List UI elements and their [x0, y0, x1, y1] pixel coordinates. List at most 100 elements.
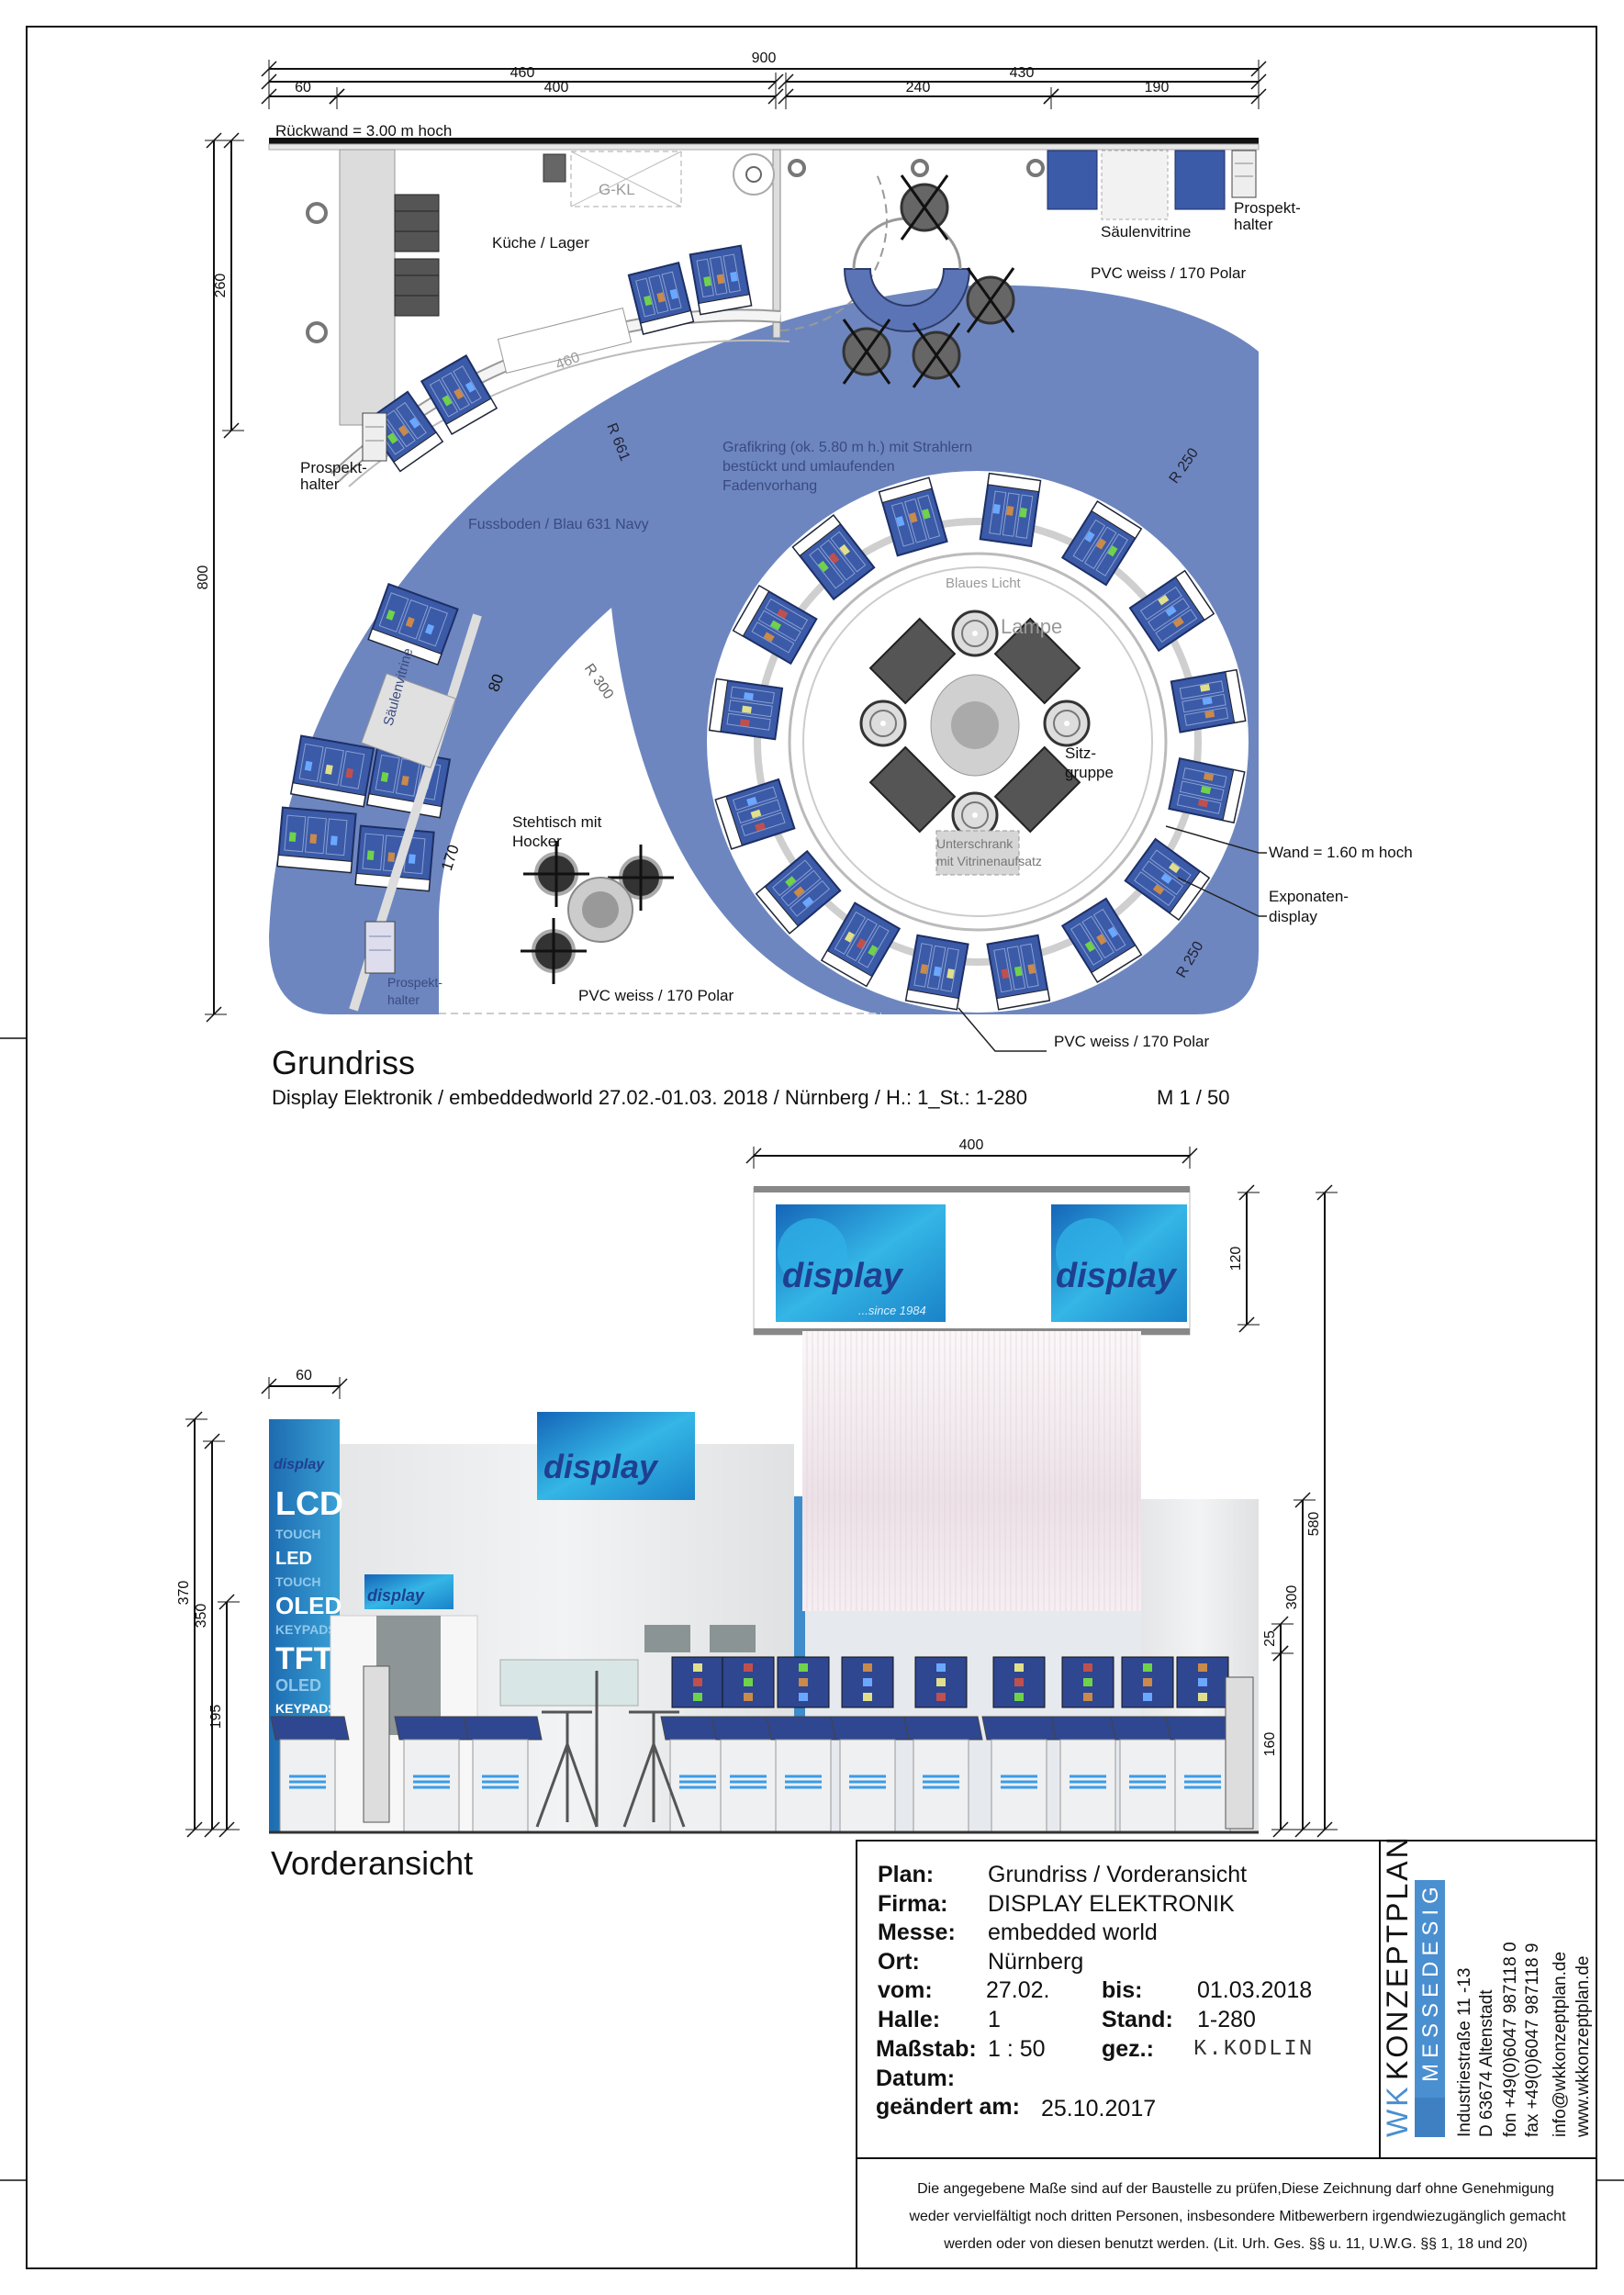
- dimension-line: 430: [778, 65, 1267, 95]
- standing-table-label: Hocker: [512, 833, 562, 850]
- lamp-stool-icon: [951, 610, 999, 657]
- small-logo: [364, 1574, 454, 1609]
- exhibit-display: [276, 806, 357, 874]
- company-city: D 63674 Altenstadt: [1477, 1989, 1496, 2137]
- stool-icon: [900, 174, 949, 241]
- dimension-label: 260: [213, 274, 229, 298]
- company-fax[interactable]: fax +49(0)6047 987118 9: [1523, 1943, 1542, 2137]
- dimension-label: 190: [1145, 80, 1170, 95]
- brochure-holder: [1231, 150, 1257, 198]
- kitchen-side-wall: [339, 149, 396, 426]
- dimension-line: 580: [1306, 1184, 1338, 1838]
- display-kiosk: [1165, 1656, 1245, 1832]
- leader-exhibit: [1177, 877, 1267, 917]
- messe-label: Messe:: [878, 1920, 956, 1945]
- cabinet-label: mit Vitrinenaufsatz: [936, 854, 1042, 868]
- scale-label: Maßstab:: [876, 2036, 977, 2062]
- socket-icon: [788, 159, 806, 177]
- exhibit-display: [1060, 500, 1143, 587]
- display-kiosk: [394, 1716, 474, 1832]
- dimension-label: 195: [208, 1705, 224, 1730]
- dimension-label: 25: [1262, 1630, 1278, 1647]
- dimension-line: 240: [778, 80, 1059, 109]
- exhibit-display: [367, 582, 459, 666]
- brochure-label: halter: [300, 476, 340, 493]
- disclaimer-line: Die angegebene Maße sind auf der Baustel…: [917, 2181, 1554, 2197]
- column-word: TOUCH: [275, 1527, 321, 1541]
- brochure-holder: [362, 412, 387, 462]
- bar-stool-icon: [523, 841, 589, 907]
- socket-icon: [306, 321, 328, 343]
- back-wall: [269, 138, 1259, 144]
- dimension-line: 400: [745, 1137, 1198, 1169]
- bis-label: bis:: [1102, 1977, 1142, 2003]
- wall-display: [627, 261, 695, 336]
- display-logo: display: [1051, 1204, 1187, 1322]
- kitchen-partition: [772, 149, 781, 339]
- column-word: TFT: [275, 1641, 333, 1676]
- floorplan-scale: M 1 / 50: [1157, 1086, 1229, 1109]
- ort-label: Ort:: [878, 1949, 920, 1975]
- leader-pvc: [958, 1007, 1047, 1052]
- company-website[interactable]: www.wkkonzeptplan.de: [1574, 1956, 1593, 2139]
- dimension-line: 60: [261, 1368, 348, 1399]
- wall-display: [689, 244, 753, 316]
- dimension-label: 160: [1262, 1732, 1278, 1757]
- scale-value: 1 : 50: [988, 2036, 1046, 2062]
- elevation-title: Vorderansicht: [271, 1844, 473, 1882]
- drawn-by-label: gez.:: [1102, 2036, 1154, 2062]
- logo-tagline: ...since 1984: [858, 1304, 926, 1317]
- drawn-by-value: K.KODLIN: [1193, 2037, 1314, 2062]
- dimension-label: 800: [196, 565, 211, 590]
- company-email[interactable]: info@wkkonzeptplan.de: [1551, 1952, 1570, 2137]
- dimension-label: 400: [544, 80, 569, 95]
- dimension-label: 430: [1010, 65, 1035, 81]
- stand-value: 1-280: [1197, 2007, 1256, 2032]
- display-kiosk: [270, 1716, 350, 1832]
- showcase-column: [1101, 150, 1169, 220]
- brochure-label: halter: [1234, 216, 1273, 233]
- dimension-line: 350: [194, 1433, 225, 1838]
- halle-value: 1: [988, 2007, 1001, 2032]
- bar-stool-icon: [521, 918, 587, 984]
- display-logo: display ...since 1984: [776, 1204, 946, 1322]
- display-kiosk: [766, 1656, 846, 1832]
- vom-value: 27.02.: [986, 1977, 1050, 2003]
- graphic-ring-label: bestückt und umlaufenden: [722, 459, 895, 475]
- lounge-chair: [868, 617, 957, 705]
- floorplan-title: Grundriss: [272, 1044, 415, 1081]
- company-street: Industriestraße 11 -13: [1455, 1968, 1474, 2137]
- vom-label: vom:: [878, 1977, 933, 2003]
- company-tagline: MESSEDESIGN: [1418, 1860, 1443, 2082]
- exhibit-display: [878, 476, 948, 557]
- plan-label: Plan:: [878, 1862, 934, 1887]
- lamp-label: Lampe: [1001, 615, 1062, 638]
- graphic-ring-label: Fadenvorhang: [722, 478, 817, 494]
- lounge-chair: [993, 617, 1081, 705]
- dimension-label: 460: [510, 65, 535, 81]
- bis-value: 01.03.2018: [1197, 1977, 1312, 2003]
- stool-icon: [966, 267, 1015, 333]
- exhibit-display: [1128, 569, 1215, 653]
- showcase-column-left: [361, 673, 456, 768]
- dimension-line: 300: [1284, 1492, 1316, 1838]
- column-word: KEYPADS: [275, 1622, 337, 1637]
- hanging-banner: display ...since 1984 display: [753, 1186, 1191, 1336]
- title-block: Plan: Grundriss / Vorderansicht Firma: D…: [856, 1834, 1597, 2269]
- bar-counter: [843, 268, 971, 332]
- display-kiosk: [830, 1656, 910, 1832]
- pvc-label: PVC weiss / 170 Polar: [1054, 1033, 1209, 1050]
- brochure-label: halter: [387, 992, 420, 1007]
- bar-table: [535, 1671, 686, 1828]
- display-kiosk: [463, 1716, 543, 1832]
- modified-value: 25.10.2017: [1041, 2096, 1156, 2121]
- dimension-line: 260: [213, 132, 244, 439]
- under-cabinet: [935, 830, 1020, 876]
- brochure-label: Prospekt-: [1234, 199, 1301, 217]
- brochure-holder: [364, 921, 396, 974]
- messe-value: embedded world: [988, 1920, 1158, 1945]
- company-name: KONZEPTPLAN: [1381, 1834, 1414, 2080]
- exhibit-display: [986, 934, 1051, 1011]
- socket-icon: [911, 159, 929, 177]
- logo-text: display: [1056, 1257, 1178, 1295]
